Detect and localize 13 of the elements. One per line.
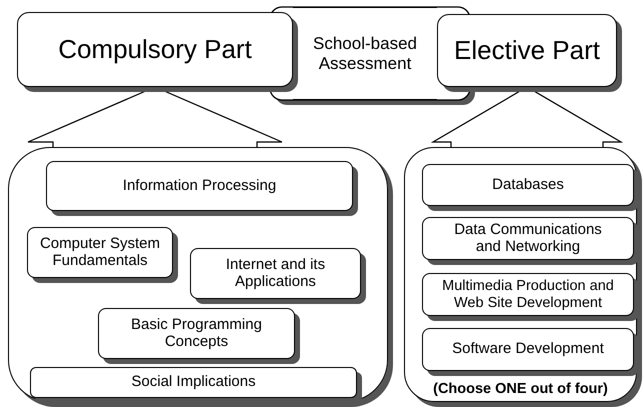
box-label: Social Implications: [131, 374, 256, 391]
box-label: Multimedia Production and Web Site Development: [441, 278, 615, 311]
box-label: School-based Assessment: [312, 34, 418, 73]
box-label: Elective Part: [454, 36, 600, 66]
box-label: Computer System Fundamentals: [38, 236, 162, 270]
box-label: Databases: [492, 176, 564, 194]
box-label: Basic Programming Concepts: [130, 316, 263, 350]
box-label: Internet and its Applications: [224, 256, 326, 290]
box-label: Software Development: [452, 341, 604, 358]
box-label: Compulsory Part: [58, 34, 252, 64]
box-label: Data Communications and Networking: [453, 222, 603, 256]
box-label: Information Processing: [122, 178, 276, 194]
note-text: (Choose ONE out of four): [433, 380, 608, 397]
